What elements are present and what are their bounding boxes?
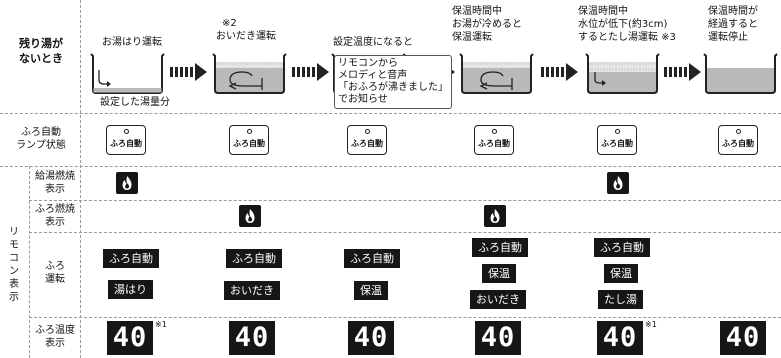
row-label-no-water: 残り湯が ないとき	[19, 37, 63, 65]
lamp-indicator-step-2: ふろ自動	[229, 125, 269, 155]
row-label-temp: ふろ温度 表示	[35, 325, 75, 349]
op-tag-step-3-keep: 保温	[354, 281, 388, 300]
flow-arrow-2-icon	[292, 63, 329, 81]
supply-flame-icon-step-5	[607, 172, 629, 194]
row-divider-5	[29, 317, 781, 318]
op-tag-step-4-auto: ふろ自動	[472, 238, 528, 257]
flow-arrow-5-icon	[664, 63, 701, 81]
lamp-light-icon	[736, 129, 741, 134]
row-label-bath-op: ふろ 運転	[45, 261, 65, 285]
lamp-light-icon	[615, 129, 620, 134]
step-1-title: お湯はり運転	[102, 37, 162, 48]
temp-display-step-5: 40	[597, 321, 643, 355]
lamp-indicator-step-4: ふろ自動	[474, 125, 514, 155]
supply-flame-icon-step-1	[116, 172, 138, 194]
lamp-light-icon	[247, 129, 252, 134]
temp-note-step-1: ※1	[155, 320, 167, 329]
bathtub-4-icon	[459, 53, 534, 94]
temp-note-step-5: ※1	[645, 320, 657, 329]
bathtub-1-icon	[90, 53, 165, 94]
step-6-title: 保温時間が 経過すると 運転停止	[708, 6, 758, 43]
step-5-title: 保温時間中 水位が低下(約3cm) するとたし湯運転 ※3	[578, 6, 676, 43]
temp-display-step-1: 40	[107, 321, 153, 355]
op-tag-step-5-keep: 保温	[604, 264, 638, 283]
lamp-light-icon	[365, 129, 370, 134]
bathtub-2-icon	[212, 53, 287, 94]
row-divider-2	[0, 166, 781, 167]
bath-flame-icon-step-4	[484, 205, 506, 227]
bathtub-5-icon	[585, 53, 660, 94]
lamp-indicator-step-6: ふろ自動	[718, 125, 758, 155]
bath-flame-icon-step-2	[239, 205, 261, 227]
op-tag-step-3-auto: ふろ自動	[344, 249, 400, 268]
step-1-bottom-label: 設定した湯量分	[100, 97, 170, 108]
lamp-indicator-step-1: ふろ自動	[106, 125, 146, 155]
remote-subcolumn-divider	[29, 166, 30, 358]
step-3-title: 設定温度になると	[333, 37, 413, 48]
row-divider-3	[29, 200, 781, 201]
temp-display-step-6: 40	[720, 321, 766, 355]
row-label-bath-burn: ふろ燃焼 表示	[35, 204, 75, 228]
op-tag-step-5-refill: たし湯	[598, 290, 643, 309]
header-column-divider	[80, 0, 81, 358]
op-tag-step-4-keep: 保温	[482, 264, 516, 283]
op-tag-step-2-reheat: おいだき	[224, 281, 280, 300]
row-label-lamp: ふろ自動 ランプ状態	[16, 127, 66, 151]
lamp-indicator-step-3: ふろ自動	[347, 125, 387, 155]
op-tag-step-1-fill: 湯はり	[108, 280, 153, 299]
melody-notice-callout: リモコンから メロディと音声 「おふろが沸きました」 でお知らせ	[334, 55, 452, 109]
step-4-title: 保温時間中 お湯が冷めると 保温運転	[452, 6, 522, 43]
flow-arrow-4-icon	[541, 63, 578, 81]
row-label-supply: 給湯燃焼 表示	[35, 171, 75, 195]
temp-display-step-4: 40	[475, 321, 521, 355]
row-divider-1	[0, 113, 781, 114]
row-divider-4	[29, 232, 781, 233]
temp-display-step-3: 40	[348, 321, 394, 355]
op-tag-step-1-auto: ふろ自動	[103, 249, 159, 268]
op-tag-step-2-auto: ふろ自動	[226, 249, 282, 268]
lamp-light-icon	[124, 129, 129, 134]
lamp-light-icon	[492, 129, 497, 134]
lamp-indicator-step-5: ふろ自動	[597, 125, 637, 155]
op-tag-step-4-reheat: おいだき	[470, 290, 526, 309]
op-tag-step-5-auto: ふろ自動	[594, 238, 650, 257]
flow-arrow-1-icon	[170, 63, 207, 81]
bathtub-6-icon	[703, 53, 778, 94]
step-2-title: ※2 おいだき運転	[216, 18, 276, 42]
row-label-remote-title: リモコン表示	[9, 227, 19, 303]
temp-display-step-2: 40	[229, 321, 275, 355]
